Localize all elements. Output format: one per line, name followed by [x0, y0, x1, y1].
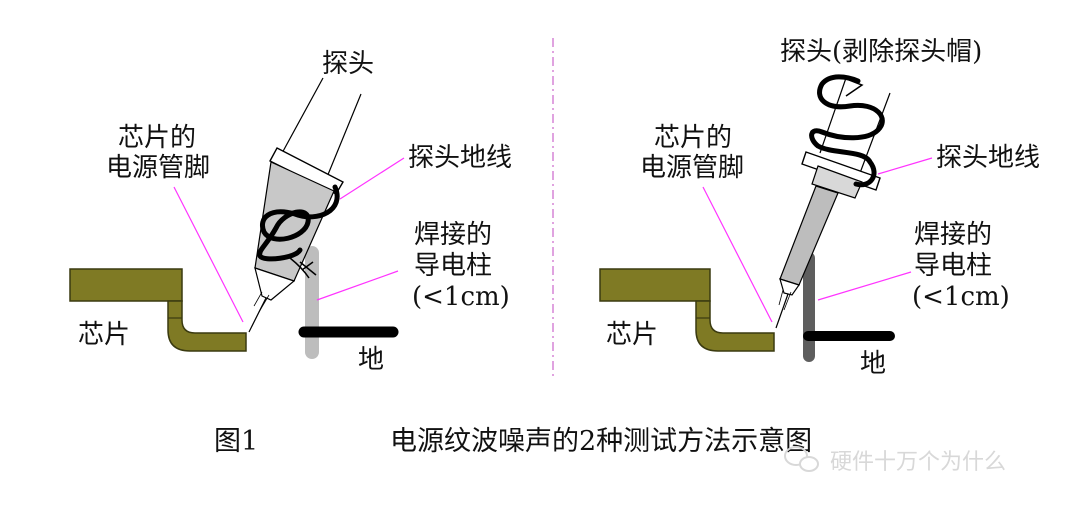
figure-title: 电源纹波噪声的2种测试方法示意图 — [390, 426, 812, 457]
left-label-probe: 探头 — [322, 49, 374, 79]
right-label-ground: 地 — [860, 349, 886, 379]
right-leader-post — [817, 271, 912, 301]
right-label-chip-pin-2: 电源管脚 — [640, 153, 744, 183]
right-label-chip: 芯片 — [606, 320, 658, 350]
left-label-chip: 芯片 — [78, 320, 130, 350]
right-panel: 探头(剥除探头帽) 芯片的 电源管脚 探头地线 焊接的 导电柱 (<1cm) 芯… — [599, 37, 1040, 379]
right-label-probe: 探头(剥除探头帽) — [780, 37, 982, 67]
right-label-post-1: 焊接的 — [914, 220, 992, 250]
right-probe — [775, 77, 891, 329]
right-label-chip-pin-1: 芯片的 — [654, 123, 732, 153]
left-leader-post — [316, 270, 399, 301]
left-label-post-3: (<1cm) — [412, 282, 510, 312]
left-chip — [69, 268, 247, 352]
right-label-post-2: 导电柱 — [914, 251, 992, 281]
left-leader-probe-ground — [339, 157, 405, 200]
left-label-chip-pin-2: 电源管脚 — [106, 153, 210, 183]
left-label-post-1: 焊接的 — [414, 220, 492, 250]
left-probe-ground-wire — [257, 184, 340, 262]
right-label-post-3: (<1cm) — [912, 282, 1010, 312]
wechat-icon — [784, 446, 819, 472]
right-leader-probe-ground — [877, 157, 933, 175]
watermark-text: 硬件十万个为什么 — [830, 450, 1006, 475]
right-leader-chip-pin — [702, 186, 773, 323]
left-label-chip-pin-1: 芯片的 — [118, 123, 196, 153]
left-label-probe-ground: 探头地线 — [408, 143, 512, 173]
left-panel: 探头 芯片的 电源管脚 探头地线 焊接的 导电柱 (<1cm) 芯片 地 — [69, 49, 512, 375]
left-label-ground: 地 — [358, 345, 384, 375]
right-probe-ground-wire — [809, 74, 885, 188]
left-leader-chip-pin — [173, 186, 244, 323]
right-chip — [599, 268, 775, 352]
figure-number: 图1 — [214, 426, 258, 457]
right-label-probe-ground: 探头地线 — [936, 143, 1040, 173]
left-label-post-2: 导电柱 — [414, 251, 492, 281]
watermark: 硬件十万个为什么 — [784, 446, 1006, 475]
right-ground-wire-clip — [843, 77, 864, 97]
